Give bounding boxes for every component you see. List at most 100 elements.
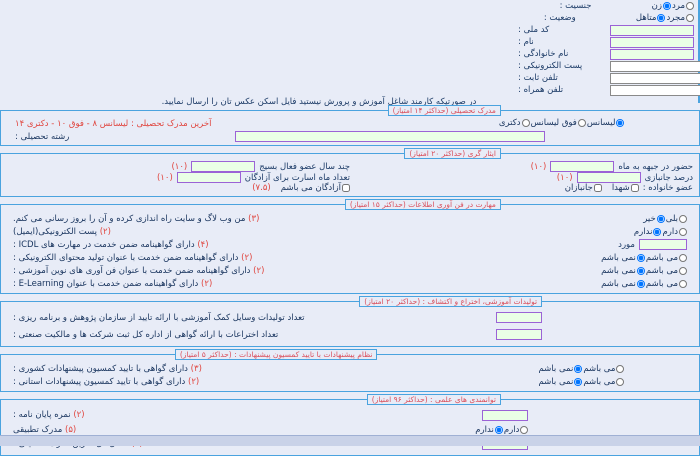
econtent-radio-no[interactable] xyxy=(636,253,645,262)
newtech-radio-yes[interactable] xyxy=(679,266,687,275)
equivalency-label-have: دارم xyxy=(503,424,520,435)
captivity-months-input[interactable] xyxy=(176,172,241,183)
label-icdl: دارای گواهینامه ضمن خدمت در مهارت های IC… xyxy=(13,239,195,250)
commission-provincial-option-yes[interactable]: می باشم xyxy=(583,377,625,387)
newtech-option-yes[interactable]: می باشم xyxy=(646,266,687,276)
photo-upload-notice: در صورتیکه کارمند شاغل آموزش و پرورش نیس… xyxy=(161,97,477,107)
equivalency-radio-havenot[interactable] xyxy=(494,425,503,434)
degree-radio-bachelor[interactable] xyxy=(616,119,625,127)
econtent-option-no[interactable]: نمی باشم xyxy=(601,253,645,263)
marital-radio-married[interactable] xyxy=(657,14,666,22)
degree-radio-phd[interactable] xyxy=(521,119,530,127)
equivalency-option-havenot[interactable]: ندارم xyxy=(475,425,503,435)
identity-row-lastname: نام خانوادگی : xyxy=(0,48,698,60)
gender-option-male[interactable]: مرد xyxy=(672,1,694,11)
front-months-input[interactable] xyxy=(550,161,615,172)
commission-provincial-radio-yes[interactable] xyxy=(616,377,625,386)
elearning-label-no: نمی باشم xyxy=(601,278,636,289)
family-checkbox-freed[interactable] xyxy=(342,184,350,192)
scientific-legend: توانمندی های علمی : (حداکثر ۹۶ امتیاز) xyxy=(366,394,501,405)
marital-radio-single[interactable] xyxy=(686,14,694,22)
degree-option-phd[interactable]: دکتری xyxy=(499,118,530,128)
commission-national-radio-no[interactable] xyxy=(574,364,583,373)
inventions-count-input[interactable] xyxy=(496,329,543,340)
family-checkbox-veterans[interactable] xyxy=(593,184,602,192)
family-option-veterans[interactable]: جانبازان xyxy=(565,183,602,193)
basij-years-input[interactable] xyxy=(191,161,256,172)
marital-option-single[interactable]: مجرد xyxy=(666,13,694,23)
gender-radio-group[interactable]: مرد زن xyxy=(652,1,694,11)
gender-radio-male[interactable] xyxy=(686,2,694,10)
elearning-radio-yes[interactable] xyxy=(679,279,687,288)
icdl-count-input[interactable] xyxy=(639,239,687,250)
commission-provincial-radio-group[interactable]: می باشم نمی باشم xyxy=(342,377,693,387)
identity-row-marital: مجرد متاهل وضعیت : xyxy=(0,12,698,24)
thesis-score-input[interactable] xyxy=(482,409,529,421)
weblog-radio-no[interactable] xyxy=(656,214,665,223)
sacrifice-legend: ایثار گری (حداکثر ۲۰ امتیاز) xyxy=(404,148,501,159)
equivalency-option-have[interactable]: دارم xyxy=(504,425,529,435)
weblog-option-yes[interactable]: بلی xyxy=(666,214,687,224)
commission-section: نظام پیشنهادات با تایید کمسیون پیشنهادات… xyxy=(0,349,700,392)
email-skill-radio-group[interactable]: دارم ندارم xyxy=(438,227,693,237)
newtech-radio-no[interactable] xyxy=(636,266,645,275)
commission-national-radio-yes[interactable] xyxy=(616,364,625,373)
email-skill-option-havenot[interactable]: ندارم xyxy=(634,227,662,237)
elearning-option-yes[interactable]: می باشم xyxy=(646,279,687,289)
degree-radio-group[interactable]: لیسانس فوق لیسانس دکتری xyxy=(372,118,693,130)
label-gender: جنسیت : xyxy=(559,1,592,11)
elearning-option-no[interactable]: نمی باشم xyxy=(601,279,645,289)
disability-percent-input[interactable] xyxy=(576,172,641,183)
commission-provincial-option-no[interactable]: نمی باشم xyxy=(539,377,583,387)
elearning-text-wrap: (۲) دارای گواهینامه ضمن خدمت با عنوان E-… xyxy=(7,279,438,289)
email-skill-radio-have[interactable] xyxy=(679,227,687,236)
family-checkbox-martyrs[interactable] xyxy=(630,184,639,192)
thesis-text-wrap: (۲) نمره پایان نامه : xyxy=(7,410,342,420)
degree-option-bachelor[interactable]: لیسانس xyxy=(587,118,625,128)
email-input[interactable] xyxy=(610,60,700,72)
landline-input[interactable] xyxy=(610,72,700,84)
equivalency-radio-group[interactable]: دارم ندارم xyxy=(342,425,693,435)
family-option-freed[interactable]: آزادگان می باشم xyxy=(281,183,350,193)
label-commission-provincial: دارای گواهی با تایید کمسیون پیشنهادات اس… xyxy=(13,376,186,387)
email-skill-radio-havenot[interactable] xyxy=(653,227,662,236)
label-inventions: تعداد اختراعات با ارائه گواهی از اداره ک… xyxy=(13,329,279,340)
email-skill-option-have[interactable]: دارم xyxy=(662,227,687,237)
commission-national-option-no[interactable]: نمی باشم xyxy=(539,364,583,374)
mobile-input[interactable] xyxy=(610,84,700,96)
newtech-option-no[interactable]: نمی باشم xyxy=(601,266,645,276)
weblog-radio-yes[interactable] xyxy=(679,214,687,223)
label-email: پست الکترونیکی : xyxy=(518,61,583,71)
commission-national-radio-group[interactable]: می باشم نمی باشم xyxy=(342,364,693,374)
teaching-aids-count-input[interactable] xyxy=(496,312,543,323)
label-marital: وضعیت : xyxy=(543,13,576,23)
degree-option-master[interactable]: فوق لیسانس xyxy=(531,118,586,128)
elearning-radio-no[interactable] xyxy=(636,279,645,288)
label-family-member: عضو خانواده : xyxy=(642,183,693,193)
commission-provincial-label-no: نمی باشم xyxy=(538,376,574,387)
commission-national-option-yes[interactable]: می باشم xyxy=(583,364,625,374)
national-code-input[interactable] xyxy=(610,24,694,36)
label-commission-national: دارای گواهی با تایید کمسیون پیشنهادات کش… xyxy=(13,363,188,374)
gender-radio-female[interactable] xyxy=(662,2,671,10)
weblog-option-no[interactable]: خیر xyxy=(643,214,665,224)
skill-row-email: دارم ندارم (۲) پست الکترونیکی(ایمیل) xyxy=(7,225,693,238)
elearning-radio-group[interactable]: می باشم نمی باشم xyxy=(438,279,693,289)
first-name-input[interactable] xyxy=(610,36,694,48)
econtent-radio-yes[interactable] xyxy=(679,253,687,262)
gender-option-female[interactable]: زن xyxy=(652,1,671,11)
econtent-option-yes[interactable]: می باشم xyxy=(646,253,687,263)
econtent-radio-group[interactable]: می باشم نمی باشم xyxy=(438,253,693,263)
family-option-martyrs[interactable]: شهدا xyxy=(612,183,639,193)
last-name-input[interactable] xyxy=(610,48,694,60)
degree-label-master: فوق لیسانس xyxy=(530,118,577,128)
marital-radio-group[interactable]: مجرد متاهل xyxy=(636,13,694,23)
points-front-months: (۱۰) xyxy=(530,161,547,172)
equivalency-radio-have[interactable] xyxy=(520,425,529,434)
commission-provincial-radio-no[interactable] xyxy=(574,377,583,386)
newtech-radio-group[interactable]: می باشم نمی باشم xyxy=(438,266,693,276)
field-of-study-input[interactable] xyxy=(234,131,545,142)
degree-radio-master[interactable] xyxy=(577,119,586,127)
marital-option-married[interactable]: متاهل xyxy=(636,13,666,23)
weblog-radio-group[interactable]: بلی خیر xyxy=(438,214,693,224)
